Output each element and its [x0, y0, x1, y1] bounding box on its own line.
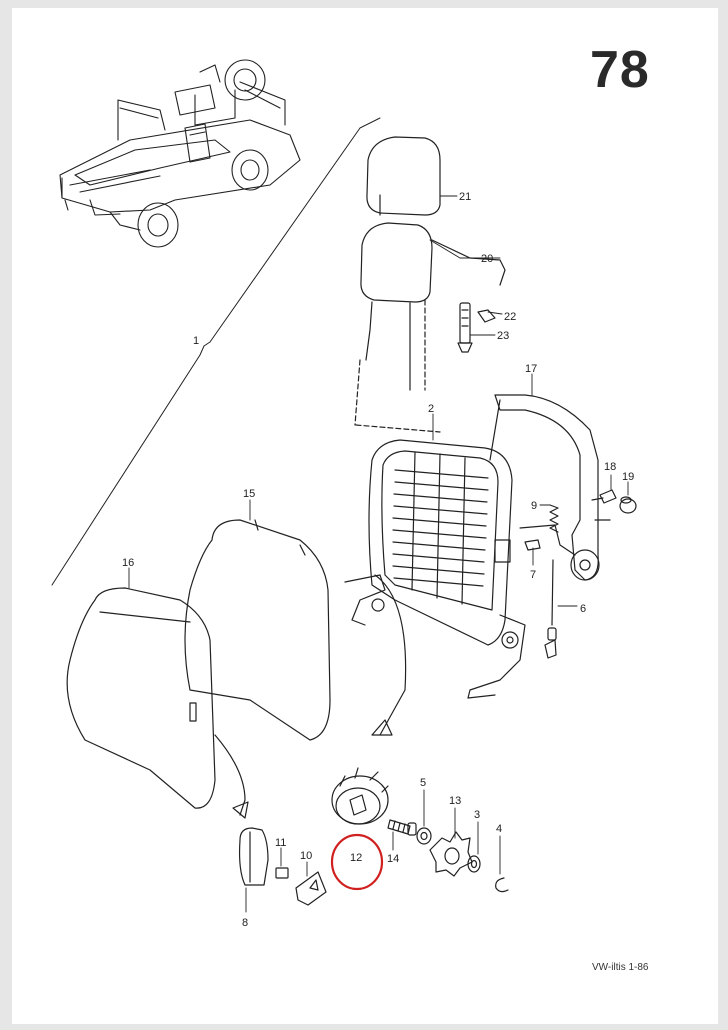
bolt-7	[524, 539, 541, 551]
callout-2: 2	[428, 403, 434, 415]
highlight-circle	[330, 833, 384, 891]
headrest-21	[366, 136, 441, 216]
callout-16: 16	[122, 557, 134, 569]
backrest-cushion-16	[66, 587, 249, 819]
callout-5: 5	[420, 777, 426, 789]
callout-15: 15	[243, 488, 255, 500]
callout-13: 13	[449, 795, 461, 807]
callout-20: 20	[481, 253, 493, 265]
callout-3: 3	[474, 809, 480, 821]
guide-pin-23	[457, 302, 473, 353]
clip-11	[275, 867, 289, 879]
callout-12: 12	[350, 852, 362, 864]
callout-6: 6	[580, 603, 586, 615]
callout-23: 23	[497, 330, 509, 342]
backrest-cushion-15	[184, 519, 407, 741]
catalog-page	[12, 8, 718, 1024]
handwheel-12	[331, 767, 389, 825]
page-footer: VW-iltis 1-86	[592, 962, 649, 973]
gear-plate-13	[429, 831, 473, 877]
callout-4: 4	[496, 823, 502, 835]
vehicle-illustration	[59, 59, 301, 248]
callout-19: 19	[622, 471, 634, 483]
page-number: 78	[590, 41, 650, 99]
washer-3	[467, 855, 481, 873]
rod-6	[519, 524, 576, 659]
callout-14: 14	[387, 853, 399, 865]
callout-22: 22	[504, 311, 516, 323]
clip-22	[477, 309, 496, 323]
cover-17	[489, 394, 611, 581]
callout-18: 18	[604, 461, 616, 473]
callout-17: 17	[525, 363, 537, 375]
callout-1: 1	[193, 335, 199, 347]
seat-back-frame-2	[344, 439, 526, 699]
knob-cap-10	[295, 871, 327, 906]
trim-cover-8	[238, 827, 269, 886]
callout-11: 11	[275, 837, 286, 849]
screw-18	[591, 489, 617, 504]
headrest-20	[354, 222, 506, 433]
callout-9: 9	[531, 500, 537, 512]
bolt-14	[387, 819, 417, 836]
assembly-bracket-1	[51, 117, 381, 586]
callout-10: 10	[300, 850, 312, 862]
callout-8: 8	[242, 917, 248, 929]
nut-5	[416, 827, 432, 845]
callout-21: 21	[459, 191, 471, 203]
callout-labels: 1 2 3 4 5 6 7 8 9 10 11 12 13 14 15 16 1…	[122, 191, 634, 929]
circlip-4	[495, 877, 509, 893]
spring-9	[549, 504, 559, 533]
callout-leaders	[128, 195, 629, 913]
callout-7: 7	[530, 569, 536, 581]
cap-19	[619, 496, 637, 514]
